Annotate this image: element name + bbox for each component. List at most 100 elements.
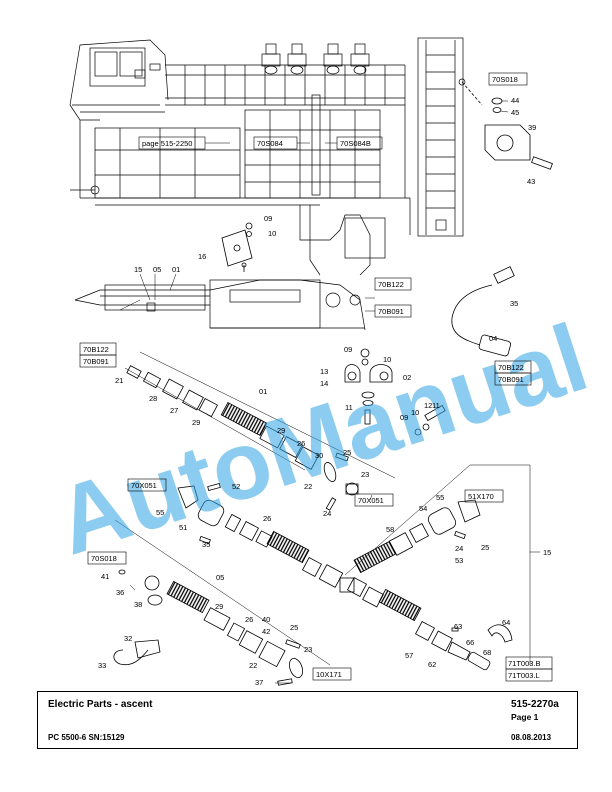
part-55-left: 55	[156, 508, 164, 517]
part-43: 43	[527, 177, 535, 186]
part-24-upper: 24	[323, 509, 331, 518]
ref-page[interactable]: page 515-2250	[142, 139, 192, 148]
connector-chain-bottom-right	[346, 576, 513, 671]
part-30: 30	[315, 451, 323, 460]
part-10-top: 10	[268, 229, 276, 238]
ladder-drawing	[417, 37, 466, 237]
part-15-top: 15	[134, 265, 142, 274]
part-25-upper: 25	[343, 448, 351, 457]
part-11-mid: 11	[345, 403, 353, 412]
part-68: 68	[483, 648, 491, 657]
ref-70B091-left[interactable]: 70B091	[83, 357, 109, 366]
ref-71T003L[interactable]: 71T003.L	[508, 671, 540, 680]
part-23-upper: 23	[361, 470, 369, 479]
connector-chain-lower	[113, 569, 303, 686]
ref-70X051-left[interactable]: 70X051	[131, 481, 157, 490]
page-number: Page 1	[511, 712, 539, 722]
document-title: Electric Parts - ascent	[48, 699, 153, 710]
ref-71T003B[interactable]: 71T003.B	[508, 659, 541, 668]
part-62: 62	[428, 660, 436, 669]
ref-70B122-top[interactable]: 70B122	[378, 280, 404, 289]
ref-70B122-right[interactable]: 70B122	[498, 363, 524, 372]
clamp-assembly	[344, 348, 446, 436]
part-15-right: 15	[543, 548, 551, 557]
part-64: 64	[502, 618, 510, 627]
part-52: 52	[232, 482, 240, 491]
machine-outline	[69, 39, 411, 331]
part-58: 58	[386, 525, 394, 534]
part-05-lower: 05	[216, 573, 224, 582]
ref-70S018-bottom[interactable]: 70S018	[91, 554, 117, 563]
part-01-mid: 01	[259, 387, 267, 396]
part-05-top: 05	[153, 265, 161, 274]
part-28: 28	[149, 394, 157, 403]
part-29-lower: 29	[215, 602, 223, 611]
part-10-right: 10	[411, 408, 419, 417]
reference-boxes	[79, 72, 553, 682]
part-14: 14	[320, 379, 328, 388]
part-63: 63	[454, 622, 462, 631]
part-26-mid: 26	[263, 514, 271, 523]
part-09-top: 09	[264, 214, 272, 223]
ref-70X051-right[interactable]: 70X051	[358, 496, 384, 505]
part-09-right: 09	[400, 413, 408, 422]
part-32: 32	[124, 634, 132, 643]
part-10-mid: 10	[383, 355, 391, 364]
part-25-lower: 25	[290, 623, 298, 632]
ref-70S018-top[interactable]: 70S018	[492, 75, 518, 84]
machine-model: PC 5500-6 SN:15129	[48, 733, 125, 742]
part-38: 38	[134, 600, 142, 609]
part-35: 35	[510, 299, 518, 308]
part-13: 13	[320, 367, 328, 376]
ref-70B091-top[interactable]: 70B091	[378, 307, 404, 316]
connector-chain-right	[353, 499, 481, 574]
part-36: 36	[116, 588, 124, 597]
connector-chain-middle	[177, 483, 355, 593]
part-54: 54	[419, 504, 427, 513]
part-44: 44	[511, 96, 519, 105]
part-26-upper: 26	[297, 439, 305, 448]
part-09-mid: 09	[344, 345, 352, 354]
part-39: 39	[528, 123, 536, 132]
document-date: 08.08.2013	[511, 733, 552, 742]
part-66: 66	[466, 638, 474, 647]
part-33: 33	[98, 661, 106, 670]
part-callouts: 44 45 39 43 09 10 16 15 05 01 35 04 09 1…	[98, 96, 551, 687]
part-35-mid: 35	[202, 540, 210, 549]
part-02: 02	[403, 373, 411, 382]
part-16: 16	[198, 252, 206, 261]
part-24-right: 24	[455, 544, 463, 553]
part-27: 27	[170, 406, 178, 415]
part-51: 51	[179, 523, 187, 532]
part-04: 04	[489, 334, 497, 343]
part-23-lower: 23	[304, 645, 312, 654]
ref-70B122-left[interactable]: 70B122	[83, 345, 109, 354]
part-41: 41	[101, 572, 109, 581]
part-25-right: 25	[481, 543, 489, 552]
part-11-right: 11	[432, 401, 440, 410]
part-53: 53	[455, 556, 463, 565]
bracket-16	[221, 222, 253, 272]
part-22-lower: 22	[249, 661, 257, 670]
part-26-lower: 26	[245, 615, 253, 624]
part-37: 37	[255, 678, 263, 687]
switch-detail	[461, 81, 553, 170]
connector-chain-upper	[126, 365, 359, 511]
part-42: 42	[262, 627, 270, 636]
leader-lines	[114, 100, 540, 684]
part-45: 45	[511, 108, 519, 117]
part-21: 21	[115, 376, 123, 385]
part-40: 40	[262, 615, 270, 624]
ref-70S084B[interactable]: 70S084B	[340, 139, 371, 148]
ref-70S084[interactable]: 70S084	[257, 139, 283, 148]
ref-51X170[interactable]: 51X170	[468, 492, 494, 501]
part-29-upper-b: 29	[277, 426, 285, 435]
ref-70B091-right[interactable]: 70B091	[498, 375, 524, 384]
watermark-text: AutoManual	[44, 304, 599, 576]
reference-labels: page 515-2250 70S018 70S084 70S084B 70B1…	[83, 75, 541, 680]
part-01-top: 01	[172, 265, 180, 274]
sensor-cable-35	[451, 266, 515, 357]
part-22-upper: 22	[304, 482, 312, 491]
ref-10X171[interactable]: 10X171	[316, 670, 342, 679]
document-number: 515-2270a	[511, 699, 559, 710]
